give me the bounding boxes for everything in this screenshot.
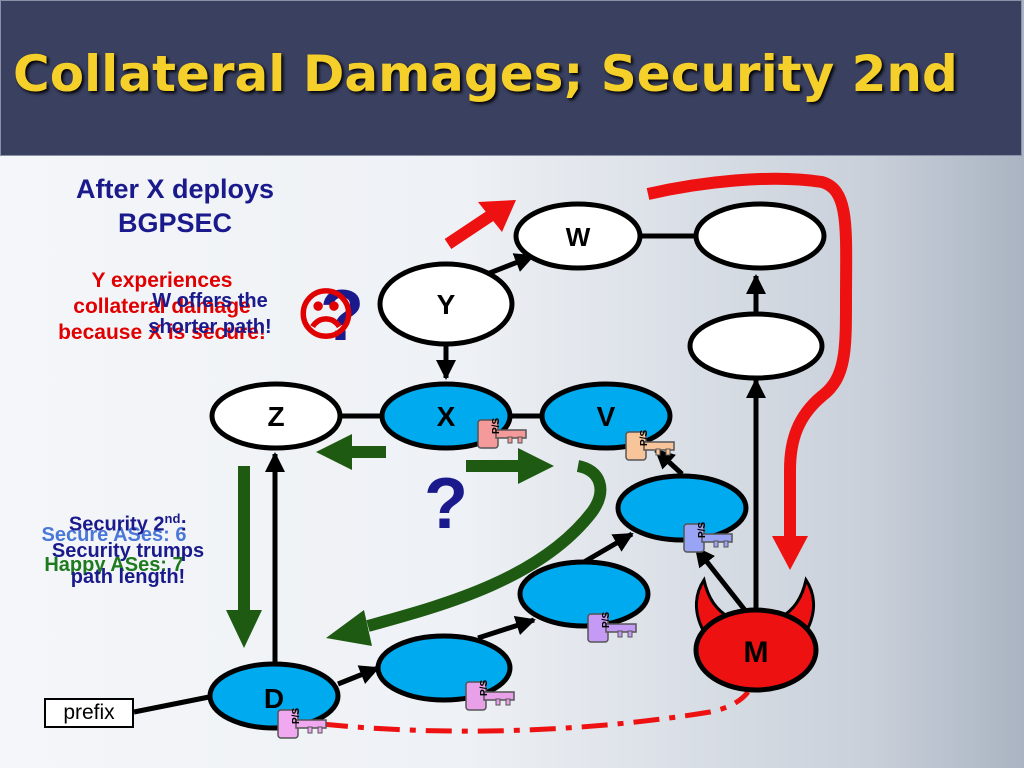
key-icon: P/S: [477, 418, 527, 449]
node-mid-right[interactable]: [687, 311, 825, 381]
green-curve: [366, 460, 607, 632]
key-label: P/S: [291, 708, 302, 724]
keys: P/S P/S P/S P/S P/S: [277, 418, 733, 739]
node-y[interactable]: Y: [377, 261, 515, 347]
key-icon: P/S: [465, 680, 515, 711]
key-icon: P/S: [587, 612, 637, 643]
node-m[interactable]: M: [693, 607, 819, 693]
security-second-line-2: Security trumps: [51, 539, 205, 562]
w-offers-caption: W offers the shorter path!: [120, 288, 300, 340]
title-bar: Collateral Damages; Security 2nd: [0, 0, 1022, 156]
route-arrow-icon: [518, 448, 554, 484]
key-icon: P/S: [683, 522, 733, 553]
route-arrow-icon: [326, 610, 372, 646]
route-arrow-icon: [226, 610, 262, 648]
edges: [133, 233, 766, 715]
node-center-lower[interactable]: [517, 559, 651, 629]
node-w-label: W: [566, 222, 591, 252]
red-arrow-up: [444, 207, 500, 249]
node-v[interactable]: V: [539, 381, 673, 451]
nodes: W Y Z X V: [207, 201, 827, 731]
question-mark-center: ?: [424, 464, 468, 544]
sad-face-icon: ☹: [297, 283, 355, 346]
node-z-label: Z: [267, 401, 284, 432]
happy-ases-count: Happy ASes: 7: [44, 554, 184, 576]
node-d[interactable]: D: [207, 661, 341, 731]
node-v-label: V: [597, 401, 616, 432]
node-right-lower[interactable]: [615, 473, 749, 543]
collateral-line-3: because X is secure!: [58, 321, 266, 344]
key-label: P/S: [639, 430, 650, 446]
node-x-label: X: [437, 401, 456, 432]
node-w[interactable]: W: [513, 201, 643, 271]
route-arrow-icon: [772, 536, 808, 570]
key-label: P/S: [601, 612, 612, 628]
prefix-label: prefix: [44, 698, 134, 728]
security-second-line-3: path length!: [70, 565, 186, 588]
node-bottom-mid[interactable]: [375, 633, 513, 703]
edge-d-bottommid: [337, 665, 380, 687]
question-mark-y: ?: [320, 276, 364, 356]
red-dashed-path: [321, 690, 750, 734]
slide-title: Collateral Damages; Security 2nd: [13, 45, 958, 103]
security-second-sup: nd: [164, 511, 181, 526]
deploy-line-2: BGPSEC: [117, 208, 233, 238]
deploy-line-1: After X deploys: [75, 174, 275, 204]
collateral-line-2: collateral damage: [73, 295, 251, 318]
w-offers-line-2: shorter path!: [148, 316, 272, 338]
edge-m-rightlower: [694, 546, 750, 616]
security-second-colon: :: [180, 513, 188, 536]
edge-bottommid-centerlower: [477, 615, 536, 641]
security-second-caption: Security 2nd: Security trumps path lengt…: [16, 506, 240, 590]
key-label: P/S: [491, 418, 502, 434]
deploy-caption: After X deploys BGPSEC: [30, 172, 320, 240]
security-second-line-1: Security 2nd:: [16, 506, 240, 538]
route-arrow-icon: [316, 434, 352, 470]
secure-ases-count: Secure ASes: 6: [41, 524, 187, 546]
node-y-label: Y: [437, 289, 456, 320]
key-label: P/S: [479, 680, 490, 696]
node-z[interactable]: Z: [209, 381, 343, 451]
key-icon: P/S: [277, 708, 327, 739]
route-arrow-icon: [478, 200, 516, 232]
route-arrows: [226, 172, 853, 734]
collateral-caption: Y experiences collateral damage because …: [20, 268, 304, 346]
edge-centerlower-rightlower: [582, 531, 634, 565]
node-d-label: D: [264, 683, 284, 714]
key-label: P/S: [697, 522, 708, 538]
node-top-right[interactable]: [693, 201, 827, 271]
w-offers-line-1: W offers the: [152, 290, 268, 312]
key-icon: P/S: [625, 430, 675, 461]
security-second-text: Security 2: [68, 513, 165, 536]
node-m-label: M: [744, 636, 769, 669]
collateral-line-1: Y experiences: [91, 269, 233, 292]
edge-prefix-d: [133, 693, 215, 715]
red-route-curve: [646, 172, 853, 540]
